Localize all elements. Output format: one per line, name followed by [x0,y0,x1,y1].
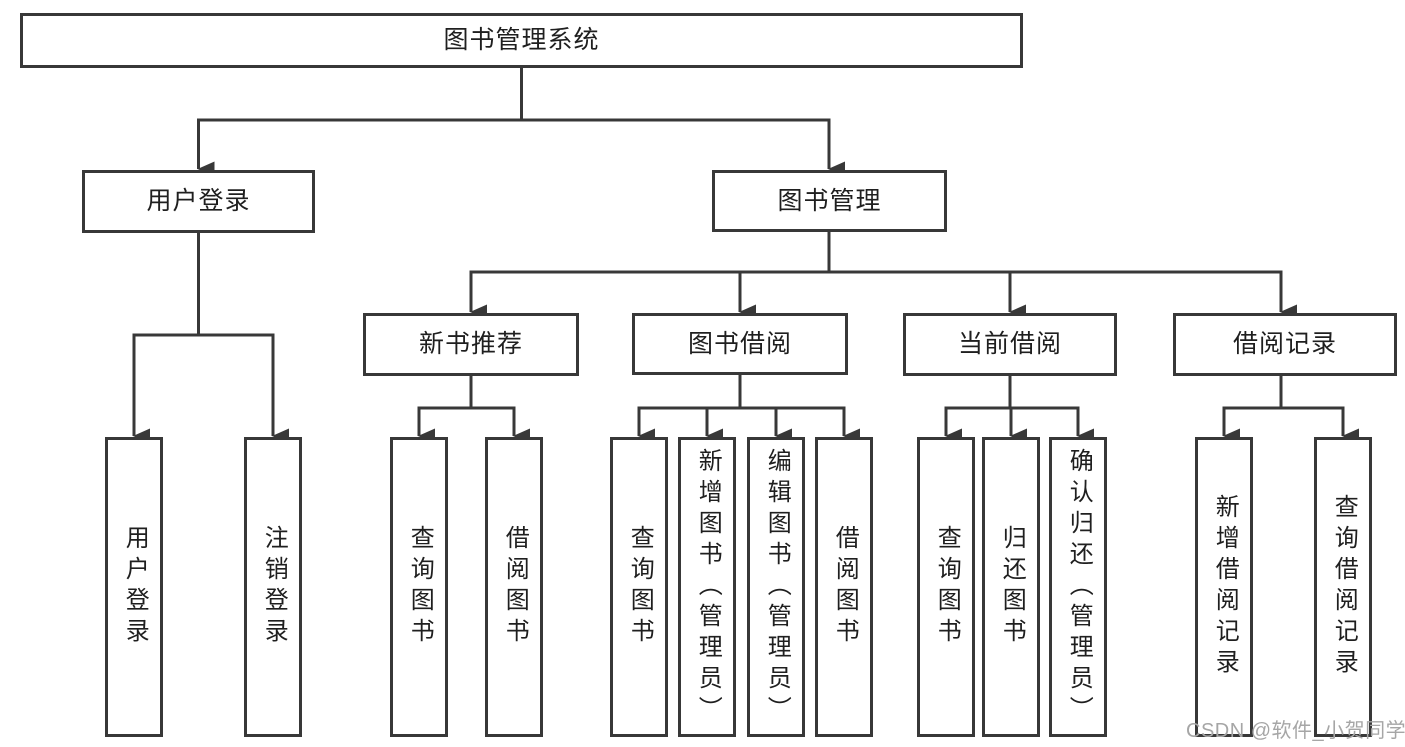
node-root-label: 图书管理系统 [443,26,600,54]
node-borrow-records-label: 借阅记录 [1232,330,1337,358]
leaf-user-login-label: 用户登录 [121,525,149,649]
node-current-borrow: 当前借阅 [903,313,1117,376]
watermark: CSDN @软件_小贺同学 [1186,720,1405,742]
node-user-login-label: 用户登录 [146,187,251,215]
leaf-newbooks-borrow-label: 借阅图书 [501,525,529,649]
leaf-newbooks-query-label: 查询图书 [406,525,434,649]
leaf-current-return: 归还图书 [982,437,1040,737]
node-book-mgmt-label: 图书管理 [777,186,882,215]
leaf-borrow-add-label: 新增图书（管理员） [694,447,722,727]
leaf-user-login: 用户登录 [105,437,163,737]
leaf-current-query: 查询图书 [917,437,975,737]
leaf-current-query-label: 查询图书 [933,525,961,649]
leaf-borrow-query: 查询图书 [610,437,668,737]
node-book-borrow-label: 图书借阅 [687,329,792,358]
node-root: 图书管理系统 [20,13,1023,68]
leaf-newbooks-borrow: 借阅图书 [485,437,543,737]
leaf-borrow-edit-label: 编辑图书（管理员） [763,447,791,727]
leaf-borrow-borrow-label: 借阅图书 [831,525,859,649]
leaf-borrow-borrow: 借阅图书 [815,437,873,737]
leaf-current-return-label: 归还图书 [998,525,1026,649]
node-borrow-records: 借阅记录 [1173,313,1397,376]
leaf-records-query-label: 查询借阅记录 [1330,494,1358,680]
leaf-borrow-edit: 编辑图书（管理员） [747,437,805,737]
leaf-current-confirm: 确认归还（管理员） [1049,437,1107,737]
leaf-borrow-add: 新增图书（管理员） [678,437,736,737]
node-new-books-label: 新书推荐 [418,330,523,358]
node-user-login: 用户登录 [82,170,315,233]
leaf-records-query: 查询借阅记录 [1314,437,1372,737]
leaf-logout-label: 注销登录 [260,525,288,649]
leaf-borrow-query-label: 查询图书 [626,525,654,649]
node-current-borrow-label: 当前借阅 [957,330,1062,358]
leaf-current-confirm-label: 确认归还（管理员） [1065,447,1093,727]
leaf-newbooks-query: 查询图书 [390,437,448,737]
node-new-books: 新书推荐 [363,313,579,376]
node-book-borrow: 图书借阅 [632,313,848,375]
leaf-records-add: 新增借阅记录 [1195,437,1253,737]
node-book-mgmt: 图书管理 [712,170,947,232]
leaf-logout: 注销登录 [244,437,302,737]
leaf-records-add-label: 新增借阅记录 [1211,494,1239,680]
